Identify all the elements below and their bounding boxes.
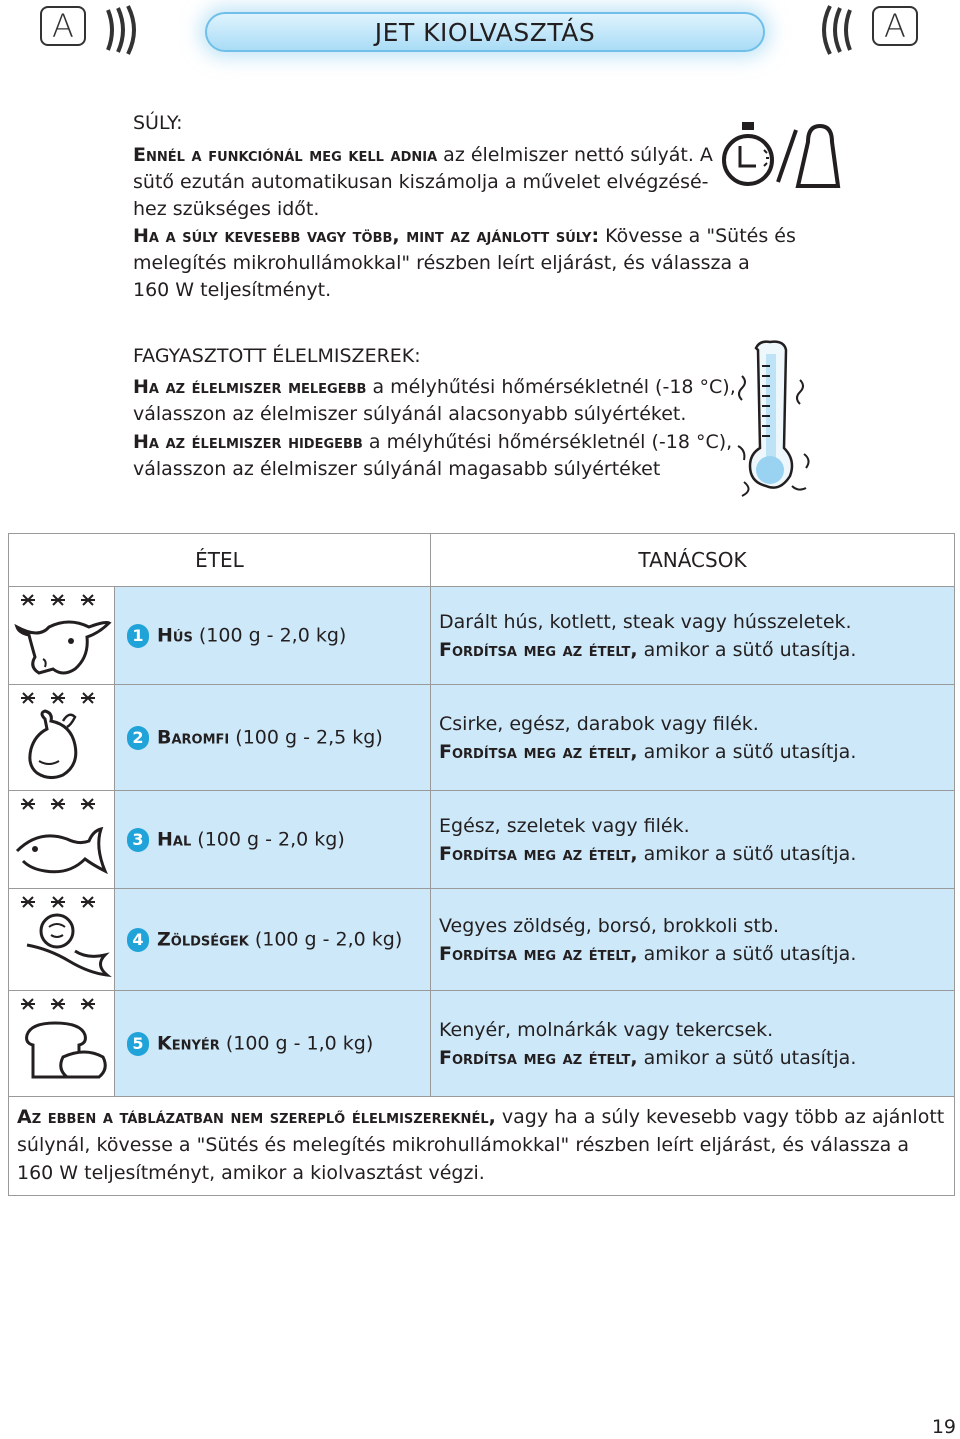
- frozen-colder-line1: a mélyhűtési hőmérsékletnél (-18 °C),: [362, 431, 733, 453]
- frozen-warmer-lead: Ha az élelmiszer melegebb: [133, 376, 367, 398]
- turn-food-lead: Fordítsa meg az ételt,: [439, 942, 638, 965]
- auto-badge-right: A: [872, 6, 918, 46]
- program-number-badge: 5: [127, 1031, 149, 1056]
- table-footer-row: Az ebben a táblázatban nem szereplő élel…: [8, 1096, 955, 1196]
- weight-heading: SÚLY:: [133, 112, 183, 134]
- frozen-colder-line2: válasszon az élelmiszer súlyánál magasab…: [133, 458, 661, 480]
- chicken-icon: [21, 692, 95, 780]
- page-title: JET KIOLVASZTÁS: [205, 12, 765, 52]
- frozen-heading: FAGYASZTOTT ÉLELMISZEREK:: [133, 345, 421, 367]
- table-row: 1 Hús (100 g - 2,0 kg) Darált hús, kotlet…: [8, 586, 955, 685]
- weight-p2-line1: Kövesse a "Sütés és: [599, 225, 796, 247]
- table-row: 4 Zöldségek (100 g - 2,0 kg) Vegyes zölds…: [8, 888, 955, 991]
- food-range: (100 g - 2,5 kg): [229, 726, 383, 748]
- weight-p1-line2: sütő ezután automatikusan kiszámolja a m…: [133, 171, 709, 193]
- weight-p2-line3: 160 W teljesítményt.: [133, 279, 332, 301]
- food-name: Kenyér: [157, 1032, 220, 1054]
- turn-food-lead: Fordítsa meg az ételt,: [439, 740, 638, 763]
- footer-line3: 160 W teljesítményt, amikor a kiolvasztá…: [17, 1162, 485, 1184]
- microwave-waves-icon-right: [822, 5, 852, 55]
- tip-cell: Darált hús, kotlett, steak vagy hússzele…: [430, 586, 955, 685]
- food-range: (100 g - 2,0 kg): [248, 928, 403, 950]
- weight-p2-line2: melegítés mikrohullámokkal" részben leír…: [133, 252, 750, 274]
- turn-food-rest: amikor a sütő utasítja.: [637, 842, 857, 865]
- tip-text: Csirke, egész, darabok vagy filék.: [439, 712, 759, 735]
- poultry-icon-cell: [8, 684, 115, 791]
- frozen-warmer-line1: a mélyhűtési hőmérsékletnél (-18 °C),: [366, 376, 736, 398]
- turn-food-lead: Fordítsa meg az ételt,: [439, 842, 638, 865]
- food-range: (100 g - 2,0 kg): [192, 624, 347, 646]
- food-cell: 1 Hús (100 g - 2,0 kg): [114, 586, 431, 685]
- weight-p1-line1: az élelmiszer nettó súlyát. A: [437, 144, 713, 166]
- footer-lead: Az ebben a táblázatban nem szereplő élel…: [17, 1106, 496, 1128]
- defrost-table: ÉTEL TANÁCSOK 1 Hús (100 g - 2,0 kg) Dará…: [8, 533, 955, 1196]
- microwave-waves-icon-left: [106, 5, 136, 55]
- food-cell: 2 Baromfi (100 g - 2,5 kg): [114, 684, 431, 791]
- weight-p2-lead: Ha a súly kevesebb vagy több, mint az aj…: [133, 225, 600, 247]
- col-food-header: ÉTEL: [8, 533, 431, 587]
- food-range: (100 g - 2,0 kg): [191, 828, 345, 850]
- food-name: Zöldségek: [157, 928, 249, 950]
- auto-badge-left: A: [40, 6, 86, 46]
- weight-paragraph-1: Ennél a funkciónál meg kell adnia az éle…: [133, 142, 753, 223]
- tip-cell: Vegyes zöldség, borsó, brokkoli stb. Ford…: [430, 888, 955, 991]
- food-name: Hal: [157, 828, 192, 850]
- timer-weight-icon: [722, 122, 841, 188]
- tip-text: Vegyes zöldség, borsó, brokkoli stb.: [439, 914, 779, 937]
- footer-line1: vagy ha a súly kevesebb vagy több az ajá…: [495, 1106, 945, 1128]
- weight-p1-lead: Ennél a funkciónál meg kell adnia: [133, 144, 438, 166]
- program-number-badge: 1: [127, 623, 149, 648]
- cow-icon: [14, 594, 112, 675]
- tip-cell: Csirke, egész, darabok vagy filék. Fordít…: [430, 684, 955, 791]
- meat-icon-cell: [8, 586, 115, 685]
- table-row: 5 Kenyér (100 g - 1,0 kg) Kenyér, molnárk…: [8, 990, 955, 1097]
- turn-food-rest: amikor a sütő utasítja.: [637, 740, 857, 763]
- fish-icon-cell: [8, 790, 115, 889]
- tip-text: Kenyér, molnárkák vagy tekercsek.: [439, 1018, 774, 1041]
- frozen-thermometer-icon: [737, 340, 810, 497]
- frozen-paragraph-colder: Ha az élelmiszer hidegebb a mélyhűtési h…: [133, 429, 753, 483]
- tip-text: Darált hús, kotlett, steak vagy hússzele…: [439, 610, 852, 633]
- food-cell: 5 Kenyér (100 g - 1,0 kg): [114, 990, 431, 1097]
- tip-cell: Egész, szeletek vagy filék. Fordítsa meg …: [430, 790, 955, 889]
- tip-cell: Kenyér, molnárkák vagy tekercsek. Fordíts…: [430, 990, 955, 1097]
- food-cell: 3 Hal (100 g - 2,0 kg): [114, 790, 431, 889]
- footer-line2: súlynál, kövesse a "Sütés és melegítés m…: [17, 1134, 909, 1156]
- bread-icon-cell: [8, 990, 115, 1097]
- table-row: 3 Hal (100 g - 2,0 kg) Egész, szeletek va…: [8, 790, 955, 889]
- frozen-colder-lead: Ha az élelmiszer hidegebb: [133, 431, 363, 453]
- weight-paragraph-2: Ha a súly kevesebb vagy több, mint az aj…: [133, 223, 833, 304]
- table-footer-note: Az ebben a táblázatban nem szereplő élel…: [8, 1096, 955, 1196]
- program-number-badge: 4: [127, 927, 149, 952]
- food-name: Baromfi: [157, 726, 230, 748]
- turn-food-lead: Fordítsa meg az ételt,: [439, 638, 638, 661]
- fish-icon: [15, 798, 108, 875]
- page-number: 19: [931, 1416, 956, 1438]
- program-number-badge: 3: [127, 827, 149, 852]
- food-name: Hús: [157, 624, 193, 646]
- program-number-badge: 2: [127, 725, 149, 750]
- tip-text: Egész, szeletek vagy filék.: [439, 814, 690, 837]
- turn-food-rest: amikor a sütő utasítja.: [637, 1046, 857, 1069]
- bread-icon: [21, 998, 107, 1079]
- frozen-warmer-line2: válasszon az élelmiszer súlyánál alacson…: [133, 403, 687, 425]
- food-range: (100 g - 1,0 kg): [219, 1032, 374, 1054]
- turn-food-rest: amikor a sütő utasítja.: [637, 638, 857, 661]
- food-cell: 4 Zöldségek (100 g - 2,0 kg): [114, 888, 431, 991]
- weight-p1-line3: hez szükséges időt.: [133, 198, 320, 220]
- table-header-row: ÉTEL TANÁCSOK: [8, 533, 955, 587]
- turn-food-lead: Fordítsa meg az ételt,: [439, 1046, 638, 1069]
- turn-food-rest: amikor a sütő utasítja.: [637, 942, 857, 965]
- vegetable-icon-cell: [8, 888, 115, 991]
- col-tips-header: TANÁCSOK: [430, 533, 955, 587]
- vegetable-icon: [21, 896, 112, 978]
- frozen-paragraph-warmer: Ha az élelmiszer melegebb a mélyhűtési h…: [133, 374, 753, 428]
- table-row: 2 Baromfi (100 g - 2,5 kg) Csirke, egész,…: [8, 684, 955, 791]
